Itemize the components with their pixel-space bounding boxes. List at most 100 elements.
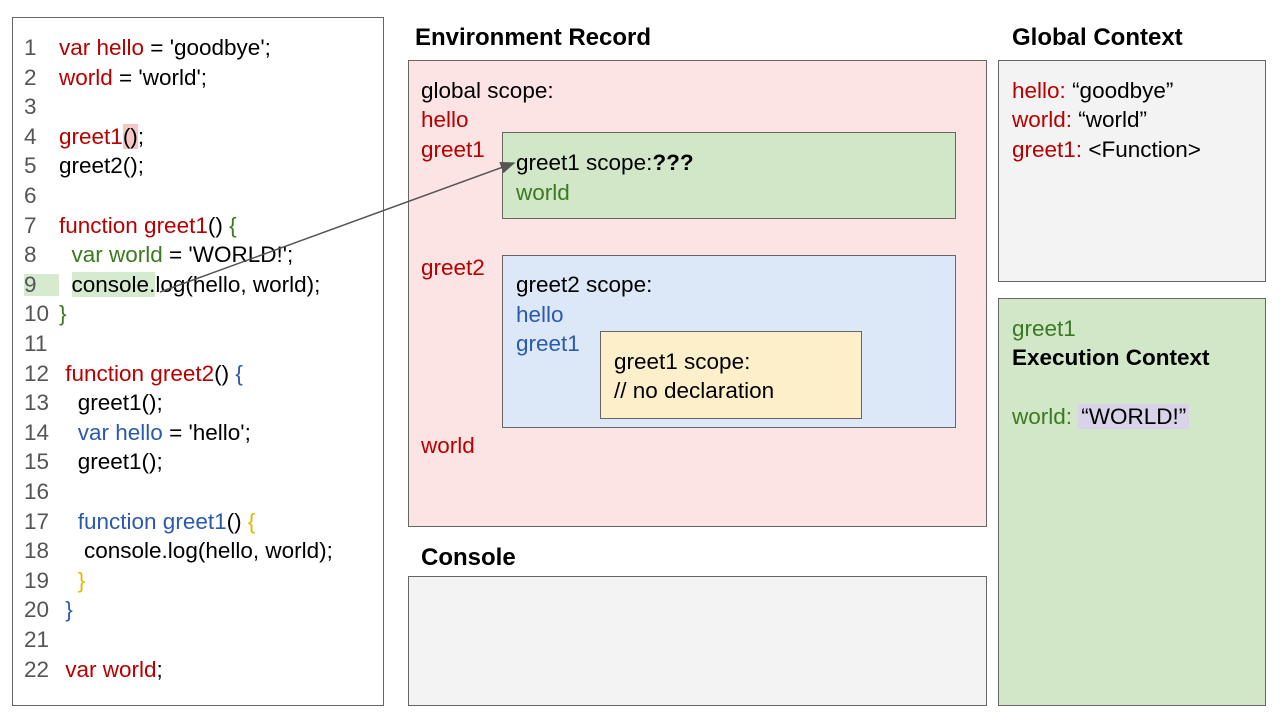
code-token: (): [122, 123, 138, 149]
code-line: 8 var world = 'WORLD!';: [24, 242, 294, 268]
execution-context-entry-world: world: “WORLD!”: [1012, 404, 1190, 429]
code-token: greet1: [59, 123, 123, 149]
execution-context-box: [998, 298, 1266, 706]
code-token: greet1();: [59, 449, 163, 475]
code-line: 21: [24, 627, 59, 652]
line-number: 5: [24, 153, 37, 179]
code-token: console.: [71, 271, 156, 297]
global-world-binding: world: [421, 433, 475, 458]
code-token: = 'goodbye';: [144, 35, 271, 60]
code-line: 9 console.log(hello, world);: [24, 271, 321, 297]
code-line: 22 var world;: [24, 656, 163, 682]
code-line: 15 greet1();: [24, 451, 163, 474]
code-token: (): [226, 508, 248, 534]
code-token: {: [235, 360, 243, 386]
global-context-heading: Global Context: [1012, 24, 1183, 51]
global-greet2-binding: greet2: [421, 255, 485, 280]
code-token: function greet1: [59, 212, 208, 238]
code-token: [59, 272, 72, 297]
code-token: ;: [156, 656, 163, 682]
code-line: 10}: [24, 303, 67, 326]
code-token: console.log(hello, world);: [59, 538, 333, 564]
line-number: 1: [24, 35, 37, 60]
code-token: var world: [59, 242, 163, 268]
line-number: 4: [24, 123, 37, 149]
line-number: 12: [24, 360, 50, 386]
line-number: 18: [24, 538, 50, 564]
code-token: (): [214, 360, 236, 386]
code-token: (): [207, 212, 230, 238]
greet1-scope-title: greet1 scope:???: [516, 150, 694, 175]
line-number: 21: [24, 627, 50, 652]
code-token: {: [247, 508, 256, 534]
greet2-scope-hello: hello: [516, 302, 564, 327]
code-line: 12 function greet2() {: [24, 360, 243, 386]
code-token: world: [59, 64, 113, 90]
code-line: 18 console.log(hello, world);: [24, 538, 333, 564]
line-number: 7: [24, 212, 37, 238]
code-token: = 'world';: [112, 64, 208, 90]
line-number: 13: [24, 390, 50, 416]
code-line: 2 world = 'world';: [24, 64, 208, 90]
execution-context-title: Execution Context: [1012, 345, 1210, 370]
line-number: 11: [24, 331, 48, 356]
code-token: {: [229, 212, 237, 238]
global-greet1-binding: greet1: [421, 137, 485, 162]
code-line: 16: [24, 479, 59, 504]
code-token: = 'WORLD!';: [162, 242, 294, 268]
code-token: ;: [137, 123, 145, 149]
line-number: 15: [24, 449, 50, 475]
line-number: 9: [24, 273, 59, 297]
code-line: 17 function greet1() {: [24, 508, 256, 534]
line-number: 3: [24, 94, 37, 120]
code-token: log(hello, world);: [155, 271, 321, 297]
console-heading: Console: [421, 544, 516, 571]
global-hello-binding: hello: [421, 107, 469, 132]
code-token: }: [59, 567, 86, 593]
code-line: 13 greet1();: [24, 390, 163, 416]
code-line: 19 }: [24, 567, 86, 593]
console-output-box: [408, 576, 987, 706]
code-token: greet2();: [59, 153, 145, 179]
code-line: 6: [24, 183, 59, 208]
line-number: 16: [24, 479, 50, 504]
code-token: function greet1: [59, 508, 227, 534]
global-context-entry-hello: hello: “goodbye”: [1012, 78, 1174, 103]
line-number: 17: [24, 508, 50, 534]
line-number: 10: [24, 301, 50, 327]
global-scope-label: global scope:: [421, 78, 554, 103]
greet2-scope-greet1: greet1: [516, 331, 580, 356]
inner-greet1-scope-title: greet1 scope:: [614, 349, 751, 374]
code-line: 1 var hello = 'goodbye';: [24, 35, 271, 60]
code-token: greet1();: [59, 390, 163, 416]
code-line: 3: [24, 96, 59, 119]
line-number: 6: [24, 183, 37, 208]
inner-greet1-scope-note: // no declaration: [614, 378, 775, 403]
code-line: 11: [24, 331, 59, 356]
code-line: 7 function greet1() {: [24, 212, 237, 238]
code-line: 5 greet2();: [24, 155, 144, 178]
inner-greet1-scope-box: [600, 331, 862, 419]
global-context-entry-greet1: greet1: <Function>: [1012, 137, 1201, 162]
line-number: 20: [24, 597, 50, 623]
code-token: var hello: [59, 35, 145, 60]
code-token: }: [59, 301, 67, 327]
environment-record-heading: Environment Record: [415, 24, 652, 51]
greet1-scope-box: [502, 132, 956, 219]
greet1-scope-world: world: [516, 180, 570, 205]
line-number: 14: [24, 419, 50, 445]
code-token: var world: [59, 656, 157, 682]
code-line: 4 greet1();: [24, 123, 145, 149]
code-token: }: [59, 597, 73, 623]
code-panel: [12, 17, 384, 706]
line-number: 19: [24, 567, 50, 593]
code-line: 14 var hello = 'hello';: [24, 419, 251, 445]
global-context-box: [998, 60, 1266, 282]
global-context-entry-world: world: “world”: [1012, 107, 1148, 132]
code-token: = 'hello';: [162, 419, 251, 445]
line-number: 2: [24, 64, 37, 90]
execution-context-name: greet1: [1012, 316, 1076, 341]
code-line: 20 }: [24, 599, 73, 622]
line-number: 8: [24, 242, 37, 268]
line-number: 22: [24, 656, 50, 682]
